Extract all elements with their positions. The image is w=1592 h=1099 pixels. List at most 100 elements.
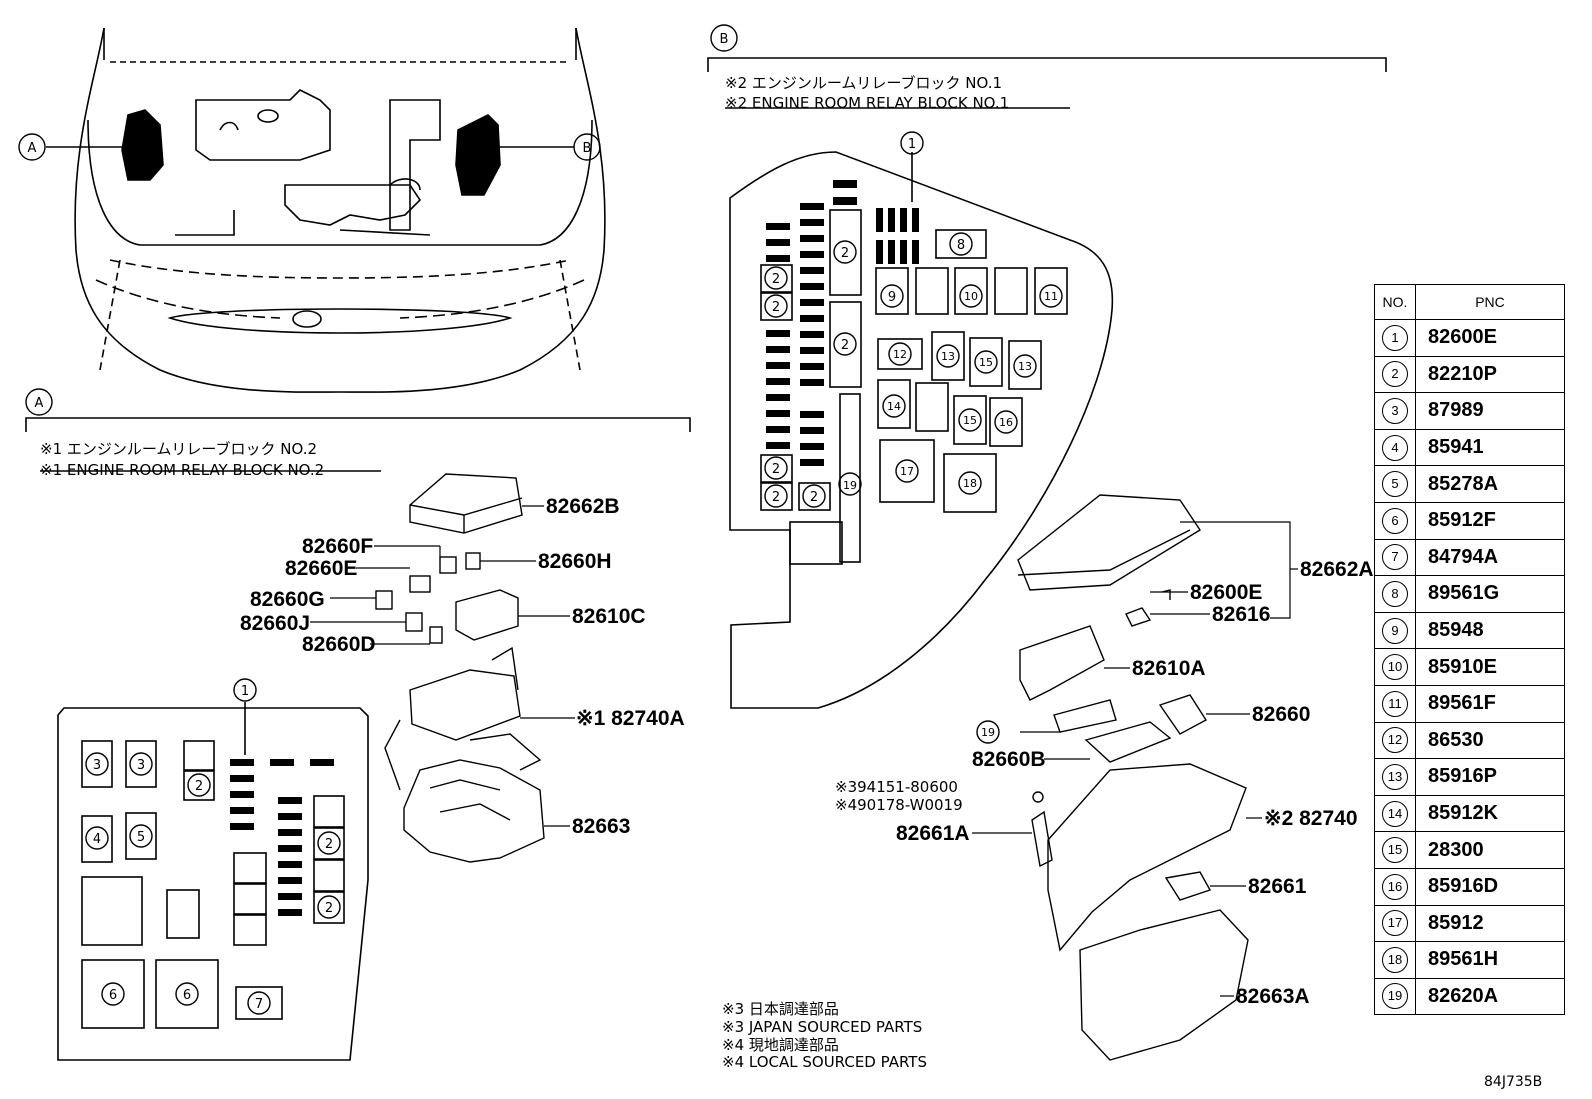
callout-13: 13 [941,350,955,363]
row-number: 16 [1382,873,1408,900]
part-label: 82661 [1248,875,1307,898]
callout-15: 15 [979,356,993,369]
table-row: 6 85912F [1374,501,1565,540]
callout-2: 2 [772,300,780,315]
callout-9: 9 [888,290,896,305]
pnc-cell: 82620A [1415,977,1565,1016]
callout-2: 2 [772,462,780,477]
table-row: 16 85916D [1374,867,1565,906]
callout-2: 2 [841,246,849,261]
part-label: ※1 82740A [576,707,685,730]
row-number: 14 [1382,800,1408,827]
part-label: 82660 [1252,703,1310,726]
part-label: 82660E [285,557,357,580]
part-label: 82610C [572,605,646,628]
section-b-label: B [720,32,729,47]
row-number: 7 [1382,544,1408,571]
row-number: 3 [1382,397,1408,424]
row-number: 6 [1382,507,1408,534]
row-number: 11 [1382,690,1408,717]
part-label: 82660G [250,588,325,611]
part-label: 82662A [1300,558,1374,581]
part-label: ※2 82740 [1264,807,1358,830]
pnc-cell: 89561G [1415,575,1565,613]
part-label: 82660D [302,633,376,656]
part-label: 82663A [1236,985,1310,1008]
pnc-cell: 82600E [1415,319,1565,357]
callout-2: 2 [772,490,780,505]
row-number: 2 [1382,361,1408,388]
callout-5: 5 [137,830,145,845]
footnote-4-jp: ※4 現地調達部品 [722,1036,839,1054]
footnote-3-jp: ※3 日本調達部品 [722,1000,839,1018]
part-label: 82660B [972,748,1046,771]
row-number: 8 [1382,580,1408,607]
table-row: 7 84794A [1374,538,1565,577]
table-row: 11 89561F [1374,684,1565,723]
callout-19: 19 [843,479,857,492]
row-number: 12 [1382,727,1408,754]
pnc-cell: 89561F [1415,684,1565,723]
section-a-label: A [35,396,44,411]
callout-1-a: 1 [241,684,249,699]
callout-19: 19 [981,726,995,739]
row-number: 1 [1382,324,1408,351]
callout-13: 13 [1018,360,1032,373]
row-number: 19 [1382,983,1408,1010]
car-front-outline [74,27,606,393]
callout-2: 2 [195,779,203,794]
part-label: 82616 [1212,603,1270,626]
part-label: ※490178-W0019 [835,796,963,814]
callout-16: 16 [999,416,1013,429]
callout-6: 6 [183,988,191,1003]
table-row: 9 85948 [1374,611,1565,650]
part-label: ※394151-80600 [835,778,958,796]
part-label: 82660F [302,535,373,558]
relay-block-b-location [455,114,501,196]
footnote-3-en: ※3 JAPAN SOURCED PARTS [722,1018,922,1036]
callout-11: 11 [1044,290,1058,303]
pnc-cell: 85948 [1415,611,1565,650]
pnc-cell: 85912 [1415,904,1565,943]
footnote-4-en: ※4 LOCAL SOURCED PARTS [722,1053,927,1071]
callout-b-car: B [583,141,592,156]
table-row: 1 82600E [1374,319,1565,357]
relay-block-b-layout [729,151,1114,709]
part-label: 82661A [896,822,970,845]
pnc-cell: 28300 [1415,831,1565,869]
callout-6: 6 [109,988,117,1003]
row-number: 13 [1382,763,1408,790]
pnc-cell: 84794A [1415,538,1565,577]
callout-10: 10 [964,290,978,303]
part-label: 82662B [546,495,620,518]
callout-2: 2 [325,901,333,916]
callout-8: 8 [957,238,965,253]
pnc-cell: 82210P [1415,355,1565,394]
section-a-bracket [25,417,691,432]
callout-14: 14 [887,400,901,413]
pnc-cell: 85916D [1415,867,1565,906]
callout-2: 2 [772,272,780,287]
part-label: 82663 [572,815,630,838]
relay-block-a-layout [57,707,369,1061]
pnc-cell: 85278A [1415,465,1565,503]
pnc-cell: 85941 [1415,428,1565,467]
fuses-block-b [766,180,919,466]
callout-3: 3 [93,758,101,773]
callout-a-car: A [28,141,37,156]
table-row: 19 82620A [1374,977,1565,1016]
row-number: 10 [1382,654,1408,681]
pnc-cell: 85912F [1415,501,1565,540]
callout-4: 4 [93,832,101,847]
row-number: 9 [1382,617,1408,644]
section-a-header-en: ※1 ENGINE ROOM RELAY BLOCK NO.2 [40,461,324,479]
table-row: 8 89561G [1374,575,1565,613]
